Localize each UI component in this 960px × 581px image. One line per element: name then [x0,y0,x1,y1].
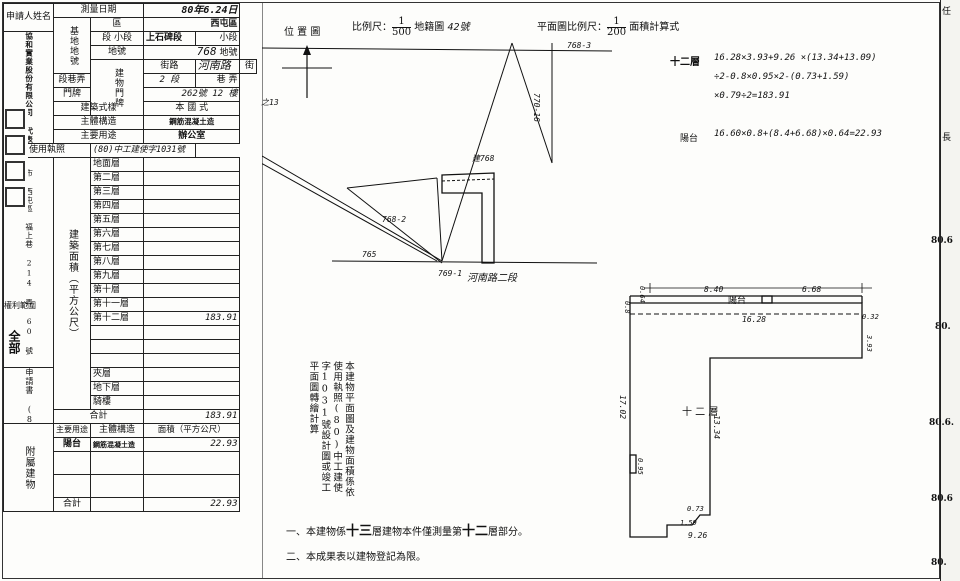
attached-total-value: 22.93 [143,497,241,512]
building-use: 辦公室 [143,129,241,144]
floors-total-value: 183.91 [143,409,241,424]
lane: 2 段 [143,73,196,88]
floor-12-area: 183.91 [143,311,241,326]
plan-balcony-label: 陽台 [728,296,747,306]
survey-date: 80年6.24日 [143,3,241,18]
note-1: 一、本建物係十三層建物本件僅測量第十二層部分。 [286,524,529,539]
attached-label: 附屬建物 [2,423,55,512]
plan-drawing [262,3,872,578]
basement-label: 地下層 [90,381,145,396]
location-map-label: 位 置 圖 [284,27,321,38]
calc-balcony: 16.60×0.8+(8.4+6.68)×0.64=22.93 [714,129,882,139]
seal-icon [5,109,25,129]
next-sheet-edge: 任 長 80.6 80. 80.6. 80.6 80. [929,0,960,581]
mezzanine-label: 夾層 [90,367,145,382]
plan-floor-label: 十 二 層 [682,407,719,418]
area-calc-label: 面積計算式 [629,22,680,33]
note-2: 二、本成果表以建物登記為限。 [286,552,426,563]
building-footprint [441,172,495,264]
seal-stamps [4,108,28,212]
floors-total-label: 合計 [53,409,145,424]
section-label: 段 小段 [90,31,145,46]
north-arrow-head-icon [303,45,311,55]
attached-total-label: 合計 [53,497,92,512]
seal-icon [5,187,25,207]
district: 西屯區 [143,17,241,32]
cadastral-lines [262,42,613,264]
calc-line-2: ÷2-0.8×0.95×2-(0.73+1.59) [714,72,850,82]
attached-area: 22.93 [143,437,241,452]
applicant-label: 申請人姓名 [2,3,55,32]
floor-plan-outline [629,283,872,538]
calc-balcony-label: 陽台 [680,134,699,144]
lot-number: 768 [196,45,217,59]
rights-value: 全部 [6,330,23,354]
building-structure: 鋼筋混凝土造 [143,115,241,130]
cadastral-number: 42號 [447,22,470,33]
building-style: 本 國 式 [143,101,241,116]
section: 上石碑段 [143,31,196,46]
application-number: (80) 建字第 2369 號 [25,405,34,423]
survey-date-label: 測量日期 [53,3,145,18]
seal-icon [5,161,25,181]
attached-structure: 鋼筋混凝土造 [90,437,145,452]
road-label: 河南路二段 [467,273,517,284]
floor-12-label: 第十二層 [90,311,145,326]
calc-line-3: ×0.79÷2=183.91 [714,91,790,101]
arcade-label: 騎樓 [90,395,145,410]
application-label: 申請書 [24,368,34,396]
number-extra: 之13 [261,98,279,107]
seal-icon [5,135,25,155]
registration-table: 申請人姓名 測量日期 80年6.24日 基地地號 區 西屯區 協和實業股份有限公… [2,3,257,512]
attached-use: 陽台 [53,437,92,452]
permit-number: (80)中工建使字1031號 [90,143,196,158]
house-number: 262號 12 樓 [143,87,241,102]
floor-label: 地面層 [90,157,145,172]
floor-area-label: 建築面積（平方公尺） [53,157,92,410]
vertical-note: 本建物平面圖及建物面積係依使用執照(80)中工建使字1031號設計圖或竣工平面圖… [307,361,354,498]
base-lot-label: 基地地號 [53,17,92,74]
calc-line-1: 16.28×3.93+9.26 ×(13.34+13.09) [714,53,877,63]
street: 河南路 [194,59,241,74]
calc-floor-label: 十二層 [670,57,700,68]
rights-label: 權利範圍 [4,300,36,311]
